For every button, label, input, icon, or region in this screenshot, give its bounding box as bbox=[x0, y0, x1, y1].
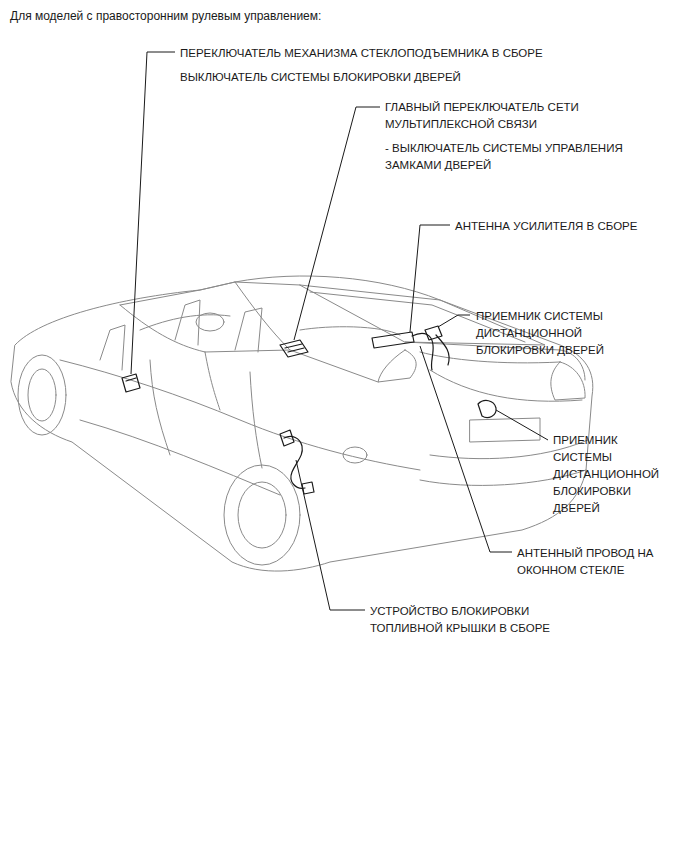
part-name: ПРИЕМНИК СИСТЕМЫ ДИСТАНЦИОННОЙ БЛОКИРОВК… bbox=[553, 432, 677, 517]
part-name: УСТРОЙСТВО БЛОКИРОВКИ ТОПЛИВНОЙ КРЫШКИ В… bbox=[370, 603, 602, 637]
part-name: ПРИЕМНИК СИСТЕМЫ ДИСТАНЦИОННОЙ БЛОКИРОВК… bbox=[476, 308, 644, 359]
part-name: АНТЕННЫЙ ПРОВОД НА ОКОННОМ СТЕКЛЕ bbox=[517, 545, 669, 579]
part-name: ВЫКЛЮЧАТЕЛЬ СИСТЕМЫ БЛОКИРОВКИ ДВЕРЕЙ bbox=[180, 69, 461, 86]
part-name: АНТЕННА УСИЛИТЕЛЯ В СБОРЕ bbox=[455, 218, 637, 235]
part-name: ГЛАВНЫЙ ПЕРЕКЛЮЧАТЕЛЬ СЕТИ МУЛЬТИПЛЕКСНО… bbox=[385, 99, 625, 133]
title: Для моделей с правосторонним рулевым упр… bbox=[10, 8, 321, 24]
part-name: - ВЫКЛЮЧАТЕЛЬ СИСТЕМЫ УПРАВЛЕНИЯ ЗАМКАМИ… bbox=[385, 140, 680, 174]
part-name: ПЕРЕКЛЮЧАТЕЛЬ МЕХАНИЗМА СТЕКЛОПОДЪЕМНИКА… bbox=[180, 45, 543, 62]
